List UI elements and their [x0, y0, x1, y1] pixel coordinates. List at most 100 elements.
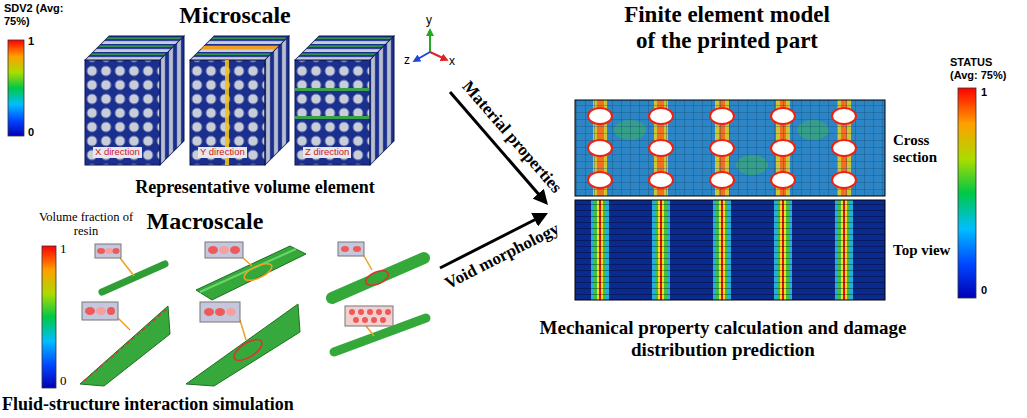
resin-blob	[341, 246, 349, 252]
resin-blob	[358, 309, 364, 315]
void	[771, 172, 795, 188]
leader-line	[366, 326, 374, 336]
resin-blob	[97, 248, 105, 254]
strand-panel	[186, 302, 300, 386]
mesh-lines	[575, 200, 885, 300]
resin-blob	[353, 317, 359, 323]
cube-side	[265, 36, 289, 165]
rve-cube	[295, 36, 394, 165]
resin-blob	[96, 307, 106, 315]
cube-front	[295, 60, 370, 165]
resin-blob	[208, 246, 218, 254]
section-inset	[205, 242, 243, 258]
arrow-label: Void morphology	[440, 218, 564, 294]
cube-front	[85, 60, 160, 165]
colorbar-min: 0	[981, 284, 987, 297]
highlight-ring	[364, 268, 391, 288]
panel: MicroscaleRepresentative volume element	[75, 0, 450, 200]
arrow-label: Material properties	[457, 76, 567, 199]
strand-panel	[332, 242, 424, 298]
resin-blob	[113, 248, 120, 254]
resin-blob	[353, 246, 361, 252]
panel-title: Finite element model of the printed part	[618, 2, 836, 55]
axis-arrow	[429, 32, 431, 52]
section-inset	[82, 302, 118, 320]
panel-title: Macroscale	[135, 208, 275, 236]
damage-band	[295, 88, 370, 91]
colorbar-max: 1	[60, 242, 67, 257]
void	[832, 172, 856, 188]
void	[710, 108, 734, 124]
fe-cross-section	[575, 100, 885, 196]
resin-blob	[385, 309, 391, 315]
mesh-ground	[575, 200, 885, 300]
strand-panel	[80, 302, 170, 386]
strand-panel	[196, 242, 306, 300]
section-inset	[200, 302, 240, 322]
void	[771, 108, 795, 124]
panel-caption: Mechanical property calculation and dama…	[533, 317, 913, 361]
damage-band	[201, 46, 279, 49]
colorbar-max: 1	[981, 86, 987, 99]
void	[649, 108, 673, 124]
axis-label: x	[449, 55, 455, 69]
cube-side	[160, 36, 184, 165]
void	[771, 140, 795, 156]
strand-panel	[95, 244, 165, 292]
section-inset	[338, 242, 364, 256]
resin-blob	[371, 317, 377, 323]
color-bar	[958, 88, 976, 298]
color-bar	[42, 246, 56, 388]
highlight-ring	[242, 260, 274, 284]
panel-caption: Fluid-structure interaction simulation	[2, 394, 438, 415]
resin-blob	[85, 307, 95, 315]
highlight-ring	[231, 335, 265, 364]
resin-blob	[349, 309, 355, 315]
void	[588, 108, 612, 124]
colorbar-title: STATUS (Avg: 75%)	[950, 56, 1022, 81]
colorbar-max: 1	[28, 35, 34, 48]
panel-border	[575, 100, 885, 196]
void	[832, 108, 856, 124]
resin-blob	[219, 246, 229, 254]
leader-line	[240, 320, 246, 340]
panel: Finite element model of the printed part…	[548, 0, 948, 365]
axis-label: z	[404, 54, 410, 68]
void	[710, 172, 734, 188]
color-bar	[8, 40, 24, 136]
axis-triad	[416, 32, 445, 60]
cube-front	[190, 60, 265, 165]
resin-blob	[367, 309, 373, 315]
strand	[102, 264, 165, 292]
view-label: Cross section	[893, 132, 949, 167]
strand-panel	[334, 306, 426, 352]
void	[588, 172, 612, 188]
damage-band	[295, 116, 370, 119]
leader-line	[120, 258, 134, 276]
resin-blob	[362, 317, 368, 323]
void	[649, 172, 673, 188]
mesh-ground	[575, 100, 885, 196]
resin-blob	[376, 309, 382, 315]
leader-line	[243, 258, 252, 266]
direction-label: Z direction	[303, 147, 351, 158]
mesh-lines	[575, 100, 885, 196]
colorbar-min: 0	[60, 374, 67, 389]
leader-line	[364, 256, 372, 270]
resin-blob	[226, 308, 236, 316]
rve-cube	[190, 36, 289, 165]
axis-label: y	[426, 14, 432, 28]
void	[832, 140, 856, 156]
resin-blob	[230, 246, 240, 254]
rve-cube	[85, 36, 184, 165]
view-label: Top view	[893, 242, 950, 259]
axis-arrow	[416, 52, 430, 60]
resin-blob	[380, 317, 386, 323]
colorbar-title: SDV2 (Avg: 75%)	[4, 2, 70, 27]
panel-title: Microscale	[155, 2, 315, 30]
colorbar-min: 0	[28, 126, 34, 139]
panel-border	[575, 200, 885, 300]
direction-label: Y direction	[198, 147, 247, 158]
leader-line	[118, 318, 130, 330]
panel-caption: Representative volume element	[105, 177, 405, 198]
